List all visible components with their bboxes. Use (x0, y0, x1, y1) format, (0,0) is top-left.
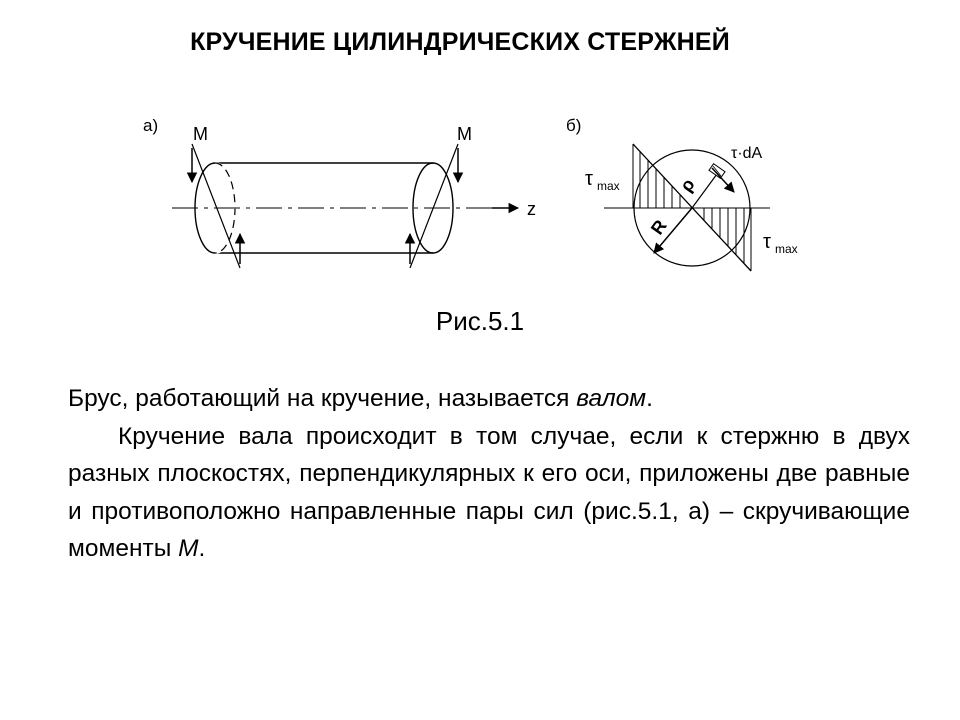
tau-dA-arrow (711, 167, 735, 193)
tau-dA-label: τ·dA (731, 145, 763, 162)
tau-max-lower-sub: max (775, 242, 798, 256)
right-couple-line (409, 143, 459, 269)
tau-max-upper-sub: max (597, 179, 620, 193)
paragraph2-end: . (198, 535, 206, 562)
torsion-diagram: а) z M M б) (143, 116, 798, 272)
cylinder-right-end (412, 162, 454, 254)
rho-label: ρ (676, 175, 699, 196)
lower-hatching (703, 208, 752, 271)
upper-hatching (632, 144, 681, 208)
paragraph1-text: Брус, работающий на кручение, называется (68, 385, 577, 412)
left-couple-line (191, 143, 241, 269)
body-text: Брус, работающий на кручение, называется… (68, 380, 910, 568)
moment-left-label: M (193, 124, 208, 144)
page-title: КРУЧЕНИЕ ЦИЛИНДРИЧЕСКИХ СТЕРЖНЕЙ (190, 28, 730, 56)
radius-label: R (647, 216, 671, 238)
paragraph-definition: Брус, работающий на кручение, называется… (68, 380, 910, 418)
paragraph1-italic: валом (576, 385, 647, 412)
paragraph1-end: . (646, 385, 653, 412)
paragraph2-italic: M (178, 535, 199, 562)
z-axis-label: z (527, 199, 536, 219)
moment-right-label: M (457, 124, 472, 144)
figure-5-1: а) z M M б) (0, 0, 960, 300)
panel-b: б) (566, 116, 798, 272)
paragraph2-text: Кручение вала происходит в том случае, е… (68, 422, 910, 563)
radius-arrow (653, 207, 693, 254)
rho-line (691, 173, 718, 209)
panel-b-label: б) (566, 116, 581, 135)
paragraph-torsion: Кручение вала происходит в том случае, е… (68, 418, 910, 568)
panel-a-label: а) (143, 116, 158, 135)
figure-caption: Рис.5.1 (435, 306, 525, 336)
panel-a: а) z M M (143, 116, 536, 269)
tau-max-lower-symbol: τ (763, 231, 771, 253)
tau-max-upper-symbol: τ (585, 168, 593, 190)
